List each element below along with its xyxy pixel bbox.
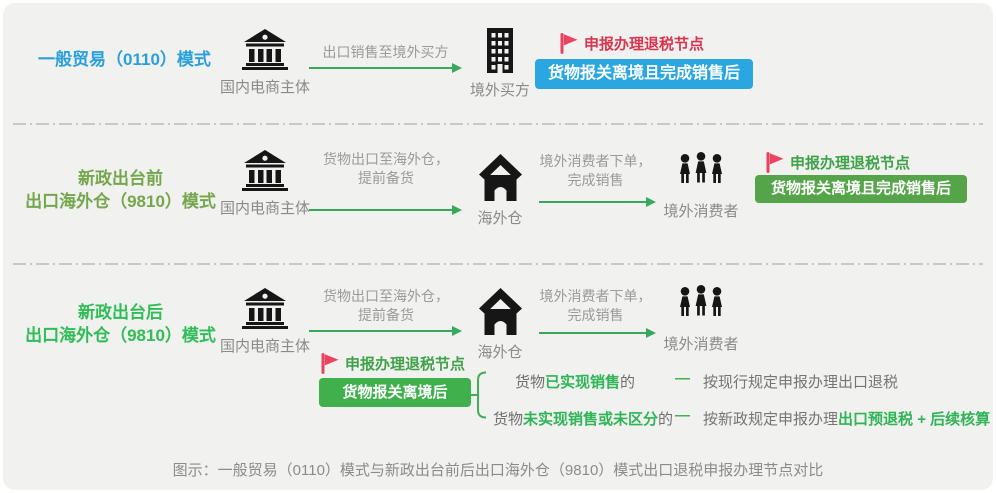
diagram-panel: 一般贸易（0110）模式 国内电商主体 出口销售至境外买方 境外买方: [3, 3, 993, 490]
branch1-highlight: 已实现销售: [545, 374, 621, 391]
people-icon: [680, 152, 722, 183]
row3-warehouse-entity: 海外仓: [465, 288, 535, 362]
row2-arrow2-caption: 境外消费者下单， 完成销售: [523, 152, 668, 190]
row1-arrow-caption: 出口销售至境外买方: [322, 44, 449, 60]
row2-arrow1-caption-line2: 提前备货: [358, 170, 414, 186]
row3-rebate-node: 申报办理退税节点: [320, 353, 465, 374]
row2-timing-box: 货物报关离境且完成销售后: [755, 175, 967, 203]
overseas-consumers-label: 境外消费者: [663, 203, 739, 220]
row1-rebate-node: 申报办理退税节点: [559, 33, 704, 54]
row3-title-line1: 新政出台后: [78, 303, 163, 322]
row3-arrow1-caption: 货物出口至海外仓， 提前备货: [306, 287, 466, 325]
branch2-highlight: 未实现销售或未区分: [523, 411, 659, 428]
divider-line: [13, 263, 983, 265]
row3-branch2-result: 按新政规定申报办理出口预退税 + 后续核算: [703, 408, 990, 429]
row2-warehouse-entity: 海外仓: [465, 154, 535, 228]
row3-title: 新政出台后 出口海外仓（9810）模式: [13, 301, 228, 347]
row3-title-line2: 出口海外仓（9810）模式: [25, 326, 216, 345]
bank-icon: [242, 150, 288, 191]
branch1-suffix: 的: [620, 374, 636, 391]
arrow-right-icon: [539, 328, 656, 338]
row3-arrow1-caption-line2: 提前备货: [358, 307, 414, 323]
flag-icon: [321, 353, 339, 374]
row2-arrow2-caption-line2: 完成销售: [567, 172, 624, 188]
office-building-icon: [487, 28, 513, 73]
row3-arrow2-caption-line1: 境外消费者下单，: [539, 288, 652, 304]
rebate-node-label: 申报办理退税节点: [584, 36, 705, 53]
domestic-entity-label: 国内电商主体: [219, 79, 310, 96]
branch2-suffix: 的: [658, 411, 674, 428]
row3-arrow2-caption: 境外消费者下单， 完成销售: [523, 287, 668, 325]
row2-consumers-entity: 境外消费者: [658, 152, 744, 221]
row3-arrow1-caption-line1: 货物出口至海外仓，: [323, 288, 449, 304]
branch1-dash: —: [675, 370, 690, 387]
row1-timing-box: 货物报关离境且完成销售后: [535, 59, 753, 89]
flag-icon: [766, 152, 784, 173]
row1-buyer-entity: 境外买方: [465, 28, 535, 100]
arrow-right-icon: [309, 205, 462, 215]
row2-arrow1-caption-line1: 货物出口至海外仓，: [323, 151, 449, 167]
row2-domestic-entity: 国内电商主体: [215, 150, 315, 218]
arrow-right-icon: [309, 63, 462, 73]
arrow-right-icon: [539, 197, 656, 207]
overseas-warehouse-label: 海外仓: [477, 344, 523, 361]
bank-icon: [242, 288, 288, 329]
branch-bracket: [469, 371, 487, 419]
flag-icon: [560, 33, 578, 54]
divider-line: [13, 123, 983, 125]
domestic-entity-label: 国内电商主体: [219, 200, 310, 217]
rebate-node-label: 申报办理退税节点: [345, 356, 466, 373]
figure-caption: 图示：一般贸易（0110）模式与新政出台前后出口海外仓（9810）模式出口退税申…: [172, 462, 824, 479]
row1-domestic-entity: 国内电商主体: [215, 29, 315, 97]
overseas-buyer-label: 境外买方: [469, 82, 530, 99]
row2-title: 新政出台前 出口海外仓（9810）模式: [13, 167, 228, 213]
row3-domestic-entity: 国内电商主体: [215, 288, 315, 356]
branch2-result-plus: +: [913, 411, 931, 428]
branch2-result-green1: 出口预退税: [838, 411, 914, 428]
people-icon: [680, 285, 722, 316]
overseas-warehouse-label: 海外仓: [477, 210, 523, 227]
row2-title-line1: 新政出台前: [78, 169, 163, 188]
row2-arrow2-caption-line1: 境外消费者下单，: [539, 153, 652, 169]
row3-branch1-result: 按现行规定申报办理出口退税: [703, 374, 899, 391]
row3-consumers-entity: 境外消费者: [658, 285, 744, 354]
row2-title-line2: 出口海外仓（9810）模式: [25, 192, 216, 211]
house-icon: [478, 154, 522, 201]
overseas-consumers-label: 境外消费者: [663, 336, 739, 353]
row1-title: 一般贸易（0110）模式: [38, 50, 211, 69]
branch2-result-green2: 后续核算: [930, 411, 991, 428]
domestic-entity-label: 国内电商主体: [219, 338, 310, 355]
row3-branch2-label: 货物未实现销售或未区分的: [493, 408, 673, 429]
branch1-prefix: 货物: [515, 374, 546, 391]
arrow-right-icon: [309, 326, 462, 336]
bank-icon: [242, 29, 288, 70]
branch2-prefix: 货物: [493, 411, 524, 428]
row2-rebate-node: 申报办理退税节点: [765, 152, 910, 173]
row3-arrow2-caption-line2: 完成销售: [567, 307, 624, 323]
rebate-node-label: 申报办理退税节点: [790, 155, 911, 172]
row3-timing-box: 货物报关离境后: [319, 378, 471, 407]
row2-arrow1-caption: 货物出口至海外仓， 提前备货: [306, 150, 466, 188]
branch2-dash: —: [675, 407, 690, 424]
row3-branch1-label: 货物已实现销售的: [515, 371, 635, 392]
branch2-result-plain: 按新政规定申报办理: [703, 411, 839, 428]
house-icon: [478, 288, 522, 335]
